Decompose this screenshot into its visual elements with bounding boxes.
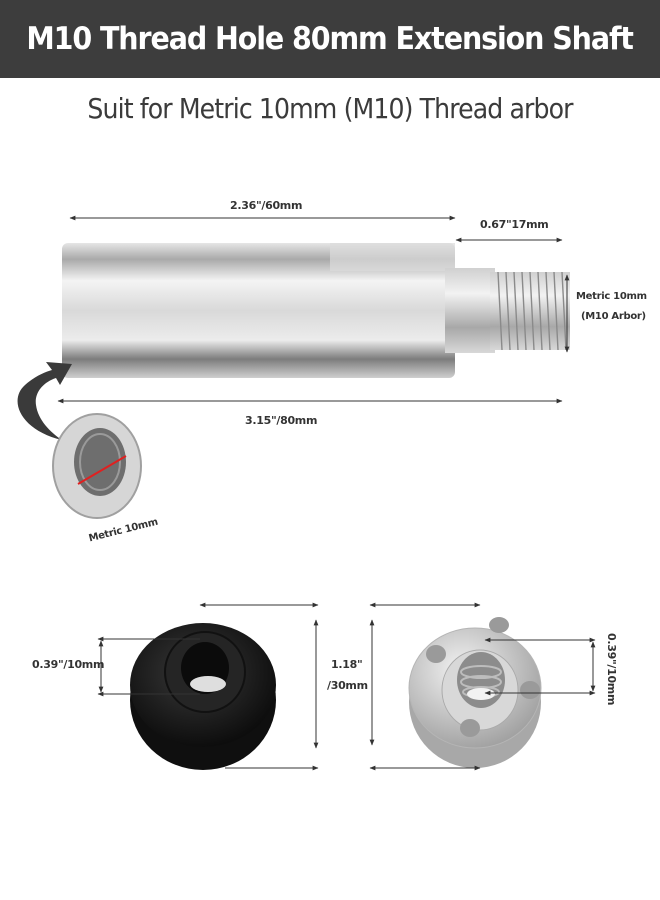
threaded-hole-end-view (52, 413, 142, 519)
flange-hole-label: 0.39"/10mm (32, 658, 105, 671)
inner-flange (130, 623, 276, 770)
shaft-thread-length-label: 0.67"17mm (480, 218, 549, 231)
subtitle: Suit for Metric 10mm (M10) Thread arbor (87, 92, 573, 125)
shaft-thread-size-label-1: Metric 10mm (576, 291, 647, 302)
flange-diameter-label-2: /30mm (327, 679, 368, 692)
title-banner: M10 Thread Hole 80mm Extension Shaft (0, 0, 660, 78)
shaft-thread-size-label-2: (M10 Arbor) (581, 311, 646, 322)
flange-diameter-label-1: 1.18" (331, 658, 363, 671)
curved-arrow-icon (17, 362, 72, 440)
extension-shaft (62, 243, 570, 378)
shaft-body-length-label: 2.36"/60mm (230, 199, 303, 212)
shaft-total-length-label: 3.15"/80mm (245, 414, 318, 427)
nut-hole-label: 0.39"/10mm (605, 633, 618, 706)
page-title: M10 Thread Hole 80mm Extension Shaft (26, 21, 635, 57)
